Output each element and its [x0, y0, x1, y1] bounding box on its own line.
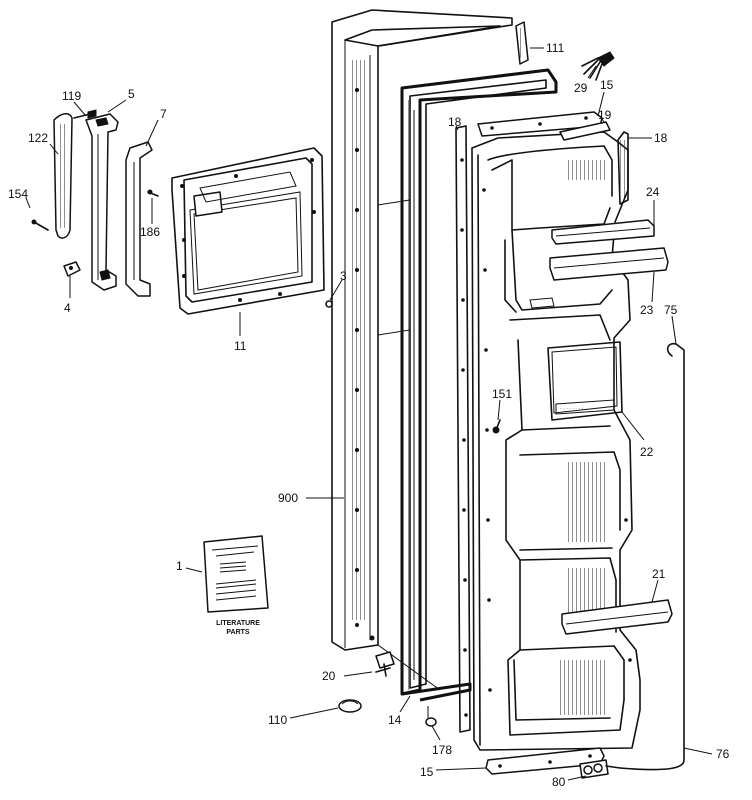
- liner-shading-2: [565, 462, 605, 542]
- label-18-right: 18: [654, 131, 668, 145]
- label-29: 29: [574, 81, 588, 95]
- door-liner: [471, 131, 641, 751]
- shell-screw-holes: [355, 88, 359, 627]
- label-21: 21: [652, 567, 666, 581]
- label-24: 24: [646, 185, 660, 199]
- label-122: 122: [28, 131, 48, 145]
- label-111: 111: [546, 41, 565, 55]
- clip-4: [63, 261, 81, 277]
- label-11: 11: [234, 339, 247, 353]
- strip-holes: [460, 158, 468, 717]
- top-trim-19: [559, 121, 611, 141]
- label-186: 186: [140, 225, 160, 239]
- label-75: 75: [664, 303, 678, 317]
- label-23: 23: [640, 303, 654, 317]
- handle-mount-5: [85, 113, 119, 291]
- liner-shading-1: [568, 160, 608, 180]
- label-154: 154: [8, 187, 28, 201]
- part-111: [515, 21, 529, 65]
- label-900: 900: [278, 491, 298, 505]
- shelf-bar-23: [549, 247, 669, 281]
- part-111-shading: [518, 28, 524, 58]
- door-outer-shell: [331, 9, 513, 691]
- door-gasket: [400, 68, 558, 702]
- screw-186: [147, 189, 159, 197]
- label-19: 19: [598, 108, 612, 122]
- part-number-labels: 111 29 15 19 18 18 119 5 7 122 154 186 4…: [8, 41, 730, 789]
- label-7: 7: [160, 107, 167, 121]
- label-4: 4: [64, 301, 71, 315]
- literature-caption-line-1: LITERATURE: [216, 620, 260, 627]
- label-80: 80: [552, 775, 566, 789]
- top-trim-15: [477, 111, 603, 137]
- label-5: 5: [128, 87, 135, 101]
- dispenser-frame-11: [171, 147, 325, 315]
- dispenser-panel-marking: · · · · · · · ·: [560, 406, 583, 412]
- cap-178: [425, 706, 437, 727]
- gasket-shading: [405, 100, 411, 690]
- label-119: 119: [62, 89, 81, 103]
- handle-122: [53, 113, 73, 239]
- screw-154: [31, 219, 49, 231]
- label-3: 3: [340, 269, 347, 283]
- part-29: [581, 51, 615, 81]
- label-178: 178: [432, 743, 452, 757]
- label-110: 110: [268, 713, 287, 727]
- leader-lines: [25, 47, 677, 781]
- label-151: 151: [492, 387, 512, 401]
- shelf-bar-21: [561, 599, 673, 635]
- liner-shading-4: [560, 660, 605, 715]
- dispenser-panel: · · · · · · · ·: [547, 341, 623, 421]
- literature-booklet: LITERATURE PARTS: [203, 535, 269, 636]
- cap-110: [338, 699, 362, 713]
- wire-75-76: [619, 342, 713, 771]
- label-18-left: 18: [448, 115, 462, 129]
- label-76: 76: [716, 747, 730, 761]
- screw-3: [325, 300, 333, 308]
- handle-screw-119: [73, 109, 97, 119]
- shelf-bar-24: [551, 219, 655, 245]
- part-20: [369, 635, 395, 677]
- label-1: 1: [176, 559, 183, 573]
- breaker-strip-left: [455, 125, 471, 733]
- strip-right-shading: [620, 140, 626, 198]
- shell-shading: [350, 60, 368, 620]
- screw-151: [492, 419, 501, 434]
- literature-caption-line-2: PARTS: [226, 629, 250, 636]
- breaker-strip-right: [617, 131, 629, 205]
- handle-bracket-7: [125, 141, 153, 297]
- part-80-connectors: [579, 759, 621, 779]
- label-14: 14: [388, 713, 402, 727]
- handle-shading: [58, 124, 66, 228]
- label-22: 22: [640, 445, 654, 459]
- label-15-top: 15: [600, 78, 614, 92]
- label-20: 20: [322, 669, 336, 683]
- label-15-bottom: 15: [420, 765, 434, 779]
